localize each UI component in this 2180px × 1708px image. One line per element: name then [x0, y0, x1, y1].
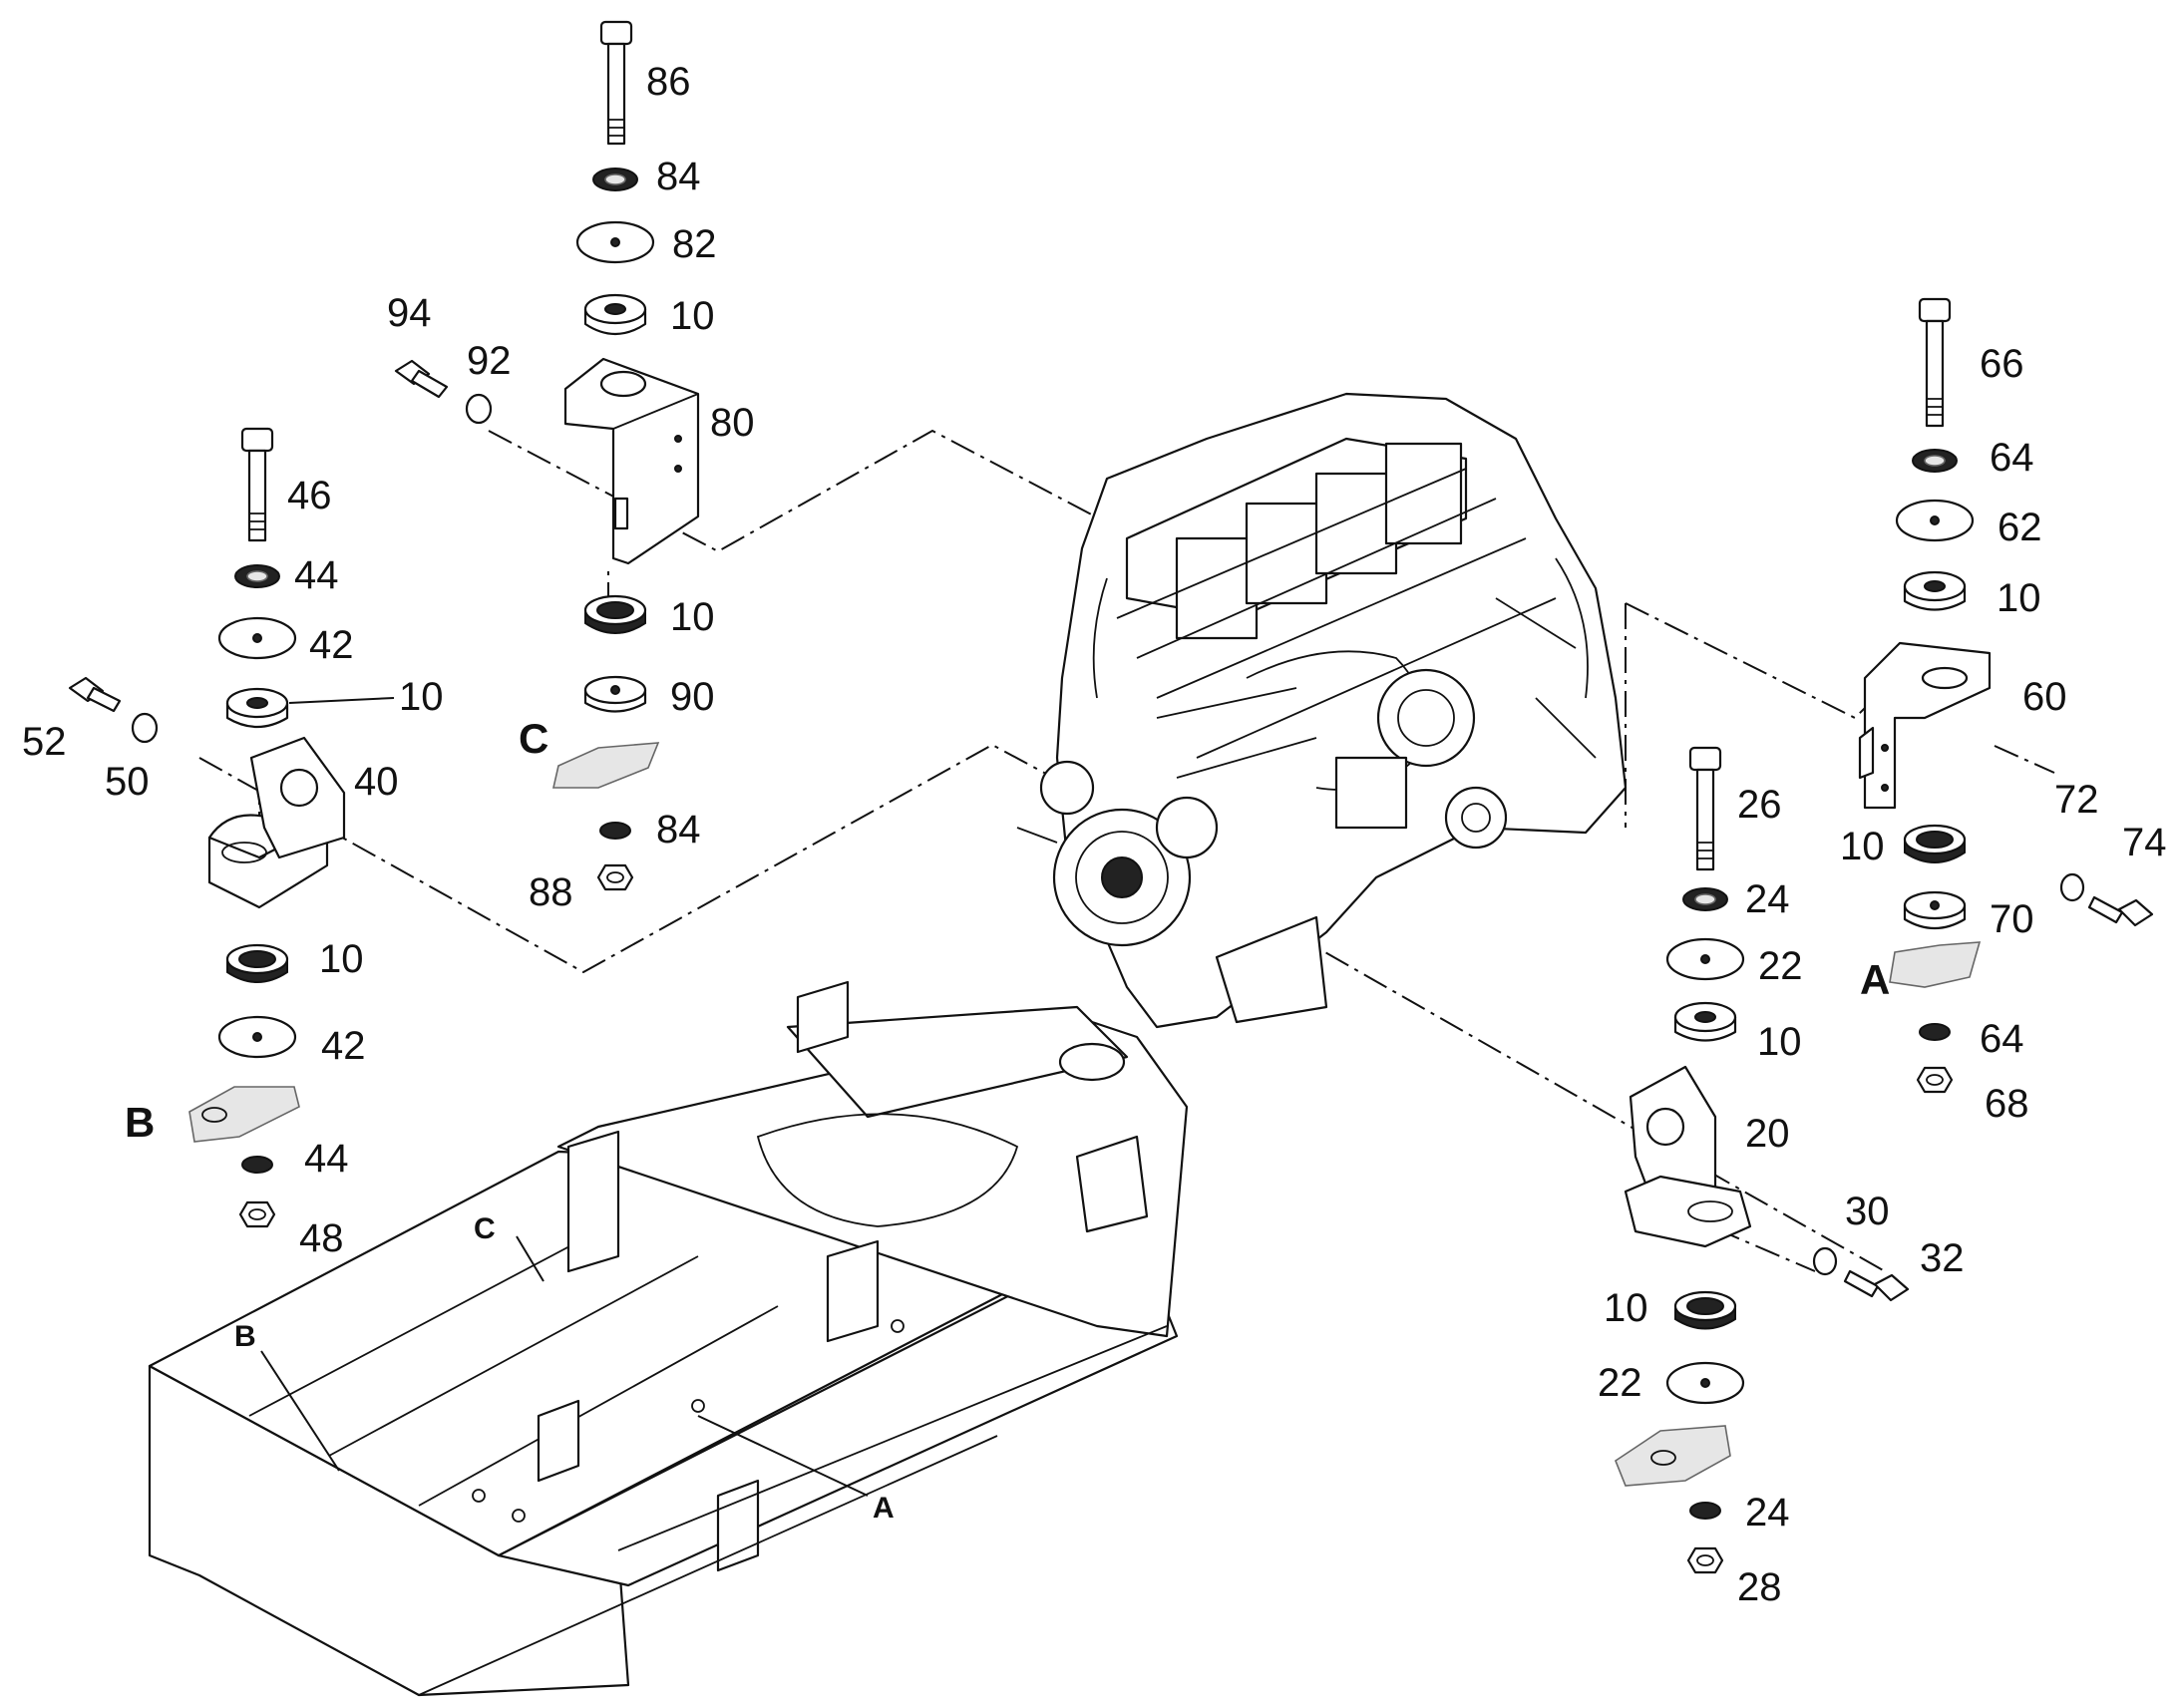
mount-c-assembly — [394, 20, 700, 891]
washer-icon — [131, 712, 159, 744]
frame-letter-c: C — [474, 1212, 496, 1245]
washer-icon — [1689, 1502, 1721, 1520]
rubber-mount-icon — [1903, 824, 1967, 863]
bracket-icon — [207, 736, 346, 909]
item-label: 26 — [1737, 783, 1782, 827]
item-label: 94 — [387, 291, 432, 335]
item-label: 10 — [319, 937, 364, 981]
item-label: 44 — [304, 1137, 349, 1181]
item-label: 10 — [670, 595, 715, 639]
rubber-mount-icon — [1673, 1290, 1737, 1330]
item-label: 42 — [309, 623, 354, 667]
mount-letters: C B A — [125, 715, 1890, 1146]
item-label: 24 — [1745, 877, 1790, 921]
washer-icon — [599, 822, 631, 840]
item-label: 82 — [672, 222, 717, 266]
item-label: 20 — [1745, 1112, 1790, 1156]
rubber-mount-icon — [583, 675, 647, 713]
item-label: 80 — [710, 401, 755, 445]
item-label: 64 — [1990, 436, 2034, 480]
mount-b-assembly — [68, 427, 346, 1228]
item-label: 10 — [1997, 576, 2041, 620]
item-label: 22 — [1758, 944, 1803, 988]
bolt-icon — [1688, 746, 1722, 871]
rubber-mount-icon — [583, 293, 647, 335]
mount-a-assembly — [1858, 297, 2154, 1094]
item-label: 48 — [299, 1216, 344, 1260]
nut-icon — [1686, 1546, 1724, 1574]
item-label: 28 — [1737, 1565, 1782, 1609]
item-label: 74 — [2122, 821, 2167, 864]
bolt-icon — [394, 359, 449, 399]
item-label: 10 — [1757, 1020, 1802, 1064]
item-label: 72 — [2054, 778, 2099, 822]
bolt-icon — [68, 676, 122, 713]
item-label: 52 — [22, 720, 67, 764]
frame-letter-b: B — [234, 1320, 256, 1353]
frame-letter-a: A — [873, 1492, 895, 1525]
chassis-frame-illustration — [148, 980, 1189, 1697]
item-label: 30 — [1845, 1190, 1890, 1233]
mount-letter-b: B — [125, 1099, 155, 1146]
nut-icon — [238, 1200, 276, 1228]
frame-letters: C B A — [234, 1212, 895, 1525]
washer-icon — [2059, 872, 2085, 902]
item-label: 70 — [1990, 897, 2034, 941]
bracket-icon — [563, 357, 700, 565]
item-label: 46 — [287, 474, 332, 517]
frame-plate — [551, 742, 660, 789]
item-label: 90 — [670, 675, 715, 719]
item-label: 84 — [656, 155, 701, 198]
item-label: 42 — [321, 1024, 366, 1068]
washer-icon — [1812, 1246, 1838, 1276]
item-label: 92 — [467, 339, 512, 383]
rubber-mount-icon — [583, 594, 647, 634]
item-label: 10 — [1604, 1286, 1648, 1330]
bracket-icon — [1624, 1065, 1752, 1248]
item-label: 64 — [1980, 1017, 2024, 1061]
item-label: 10 — [1840, 825, 1885, 868]
item-label: 84 — [656, 808, 701, 852]
mount-letter-c: C — [519, 715, 548, 762]
item-label: 10 — [399, 675, 444, 719]
mount-20-assembly — [1615, 746, 1910, 1574]
item-label: 22 — [1598, 1361, 1642, 1405]
bolt-icon — [1918, 297, 1952, 428]
washer-icon — [465, 393, 493, 425]
rubber-mount-icon — [1673, 1001, 1737, 1042]
leader-lines — [260, 697, 869, 1497]
item-labels: 86 84 82 10 94 92 80 10 90 84 88 46 44 4… — [22, 60, 2167, 1609]
frame-plate — [188, 1086, 300, 1143]
item-label: 88 — [529, 870, 573, 914]
bolt-icon — [599, 20, 633, 146]
rubber-mount-icon — [1903, 570, 1967, 611]
bolt-icon — [2087, 895, 2154, 927]
item-label: 50 — [105, 760, 150, 804]
rubber-mount-icon — [1903, 890, 1967, 929]
frame-plate — [1889, 941, 1982, 988]
item-label: 10 — [670, 294, 715, 338]
engine-illustration — [1016, 392, 1628, 1029]
washer-icon — [1919, 1023, 1951, 1041]
item-label: 68 — [1985, 1082, 2029, 1126]
item-label: 66 — [1980, 342, 2024, 386]
item-label: 40 — [354, 760, 399, 804]
item-label: 24 — [1745, 1491, 1790, 1535]
item-label: 32 — [1920, 1236, 1965, 1280]
mount-letter-a: A — [1860, 956, 1890, 1003]
bolt-icon — [1843, 1269, 1910, 1302]
item-label: 60 — [2022, 675, 2067, 719]
item-label: 86 — [646, 60, 691, 104]
nut-icon — [1916, 1066, 1954, 1094]
item-label: 44 — [294, 553, 339, 597]
item-label: 62 — [1998, 506, 2042, 549]
nut-icon — [596, 863, 634, 891]
bracket-icon — [1858, 641, 1992, 810]
bolt-icon — [240, 427, 274, 542]
rubber-mount-icon — [225, 687, 289, 728]
washer-icon — [241, 1156, 273, 1174]
rubber-mount-icon — [225, 943, 289, 983]
frame-plate — [1615, 1425, 1731, 1487]
